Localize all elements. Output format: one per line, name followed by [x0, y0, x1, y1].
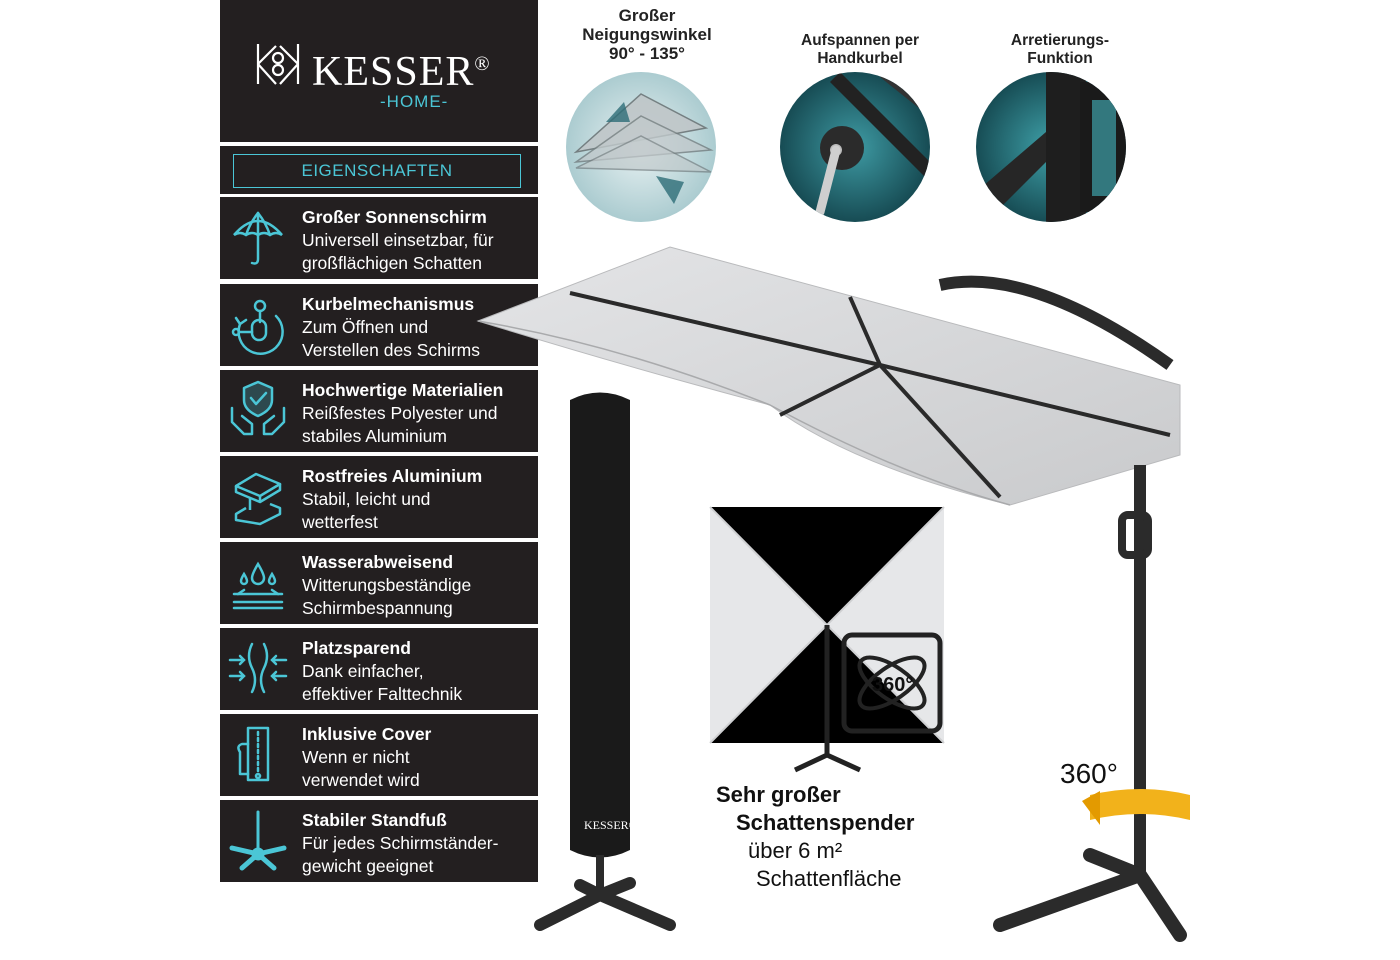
- feature-panel: KESSER® -HOME- EIGENSCHAFTEN Großer Sonn…: [220, 0, 538, 884]
- feature-row-sunshade: Großer Sonnenschirm Universell einsetzba…: [220, 197, 538, 279]
- feature-title: Platzsparend: [302, 638, 411, 658]
- brand-subtitle: -HOME-: [380, 92, 449, 111]
- feature-row-stand: Stabiler Standfuß Für jedes Schirmstände…: [220, 800, 538, 882]
- properties-heading: EIGENSCHAFTEN: [233, 154, 521, 188]
- stand-icon: [229, 810, 287, 871]
- tilt-angle-photo: [566, 72, 716, 222]
- properties-header: EIGENSCHAFTEN: [220, 146, 538, 194]
- feature-title: Stabiler Standfuß: [302, 810, 447, 830]
- shade-line1: Sehr großer: [716, 782, 841, 807]
- feature-title: Kurbelmechanismus: [302, 294, 475, 314]
- feature-title: Wasserabweisend: [302, 552, 454, 572]
- rotation-badge: 360°: [872, 674, 914, 696]
- water-drops-icon: [232, 561, 284, 610]
- compress-icon: [228, 642, 288, 694]
- feature-row-materials: Hochwertige Materialien Reißfestes Polye…: [220, 370, 538, 452]
- cover-brand-label: KESSER®: [584, 818, 638, 832]
- umbrella-icon: [233, 211, 283, 265]
- brand-name: KESSER®: [312, 49, 491, 95]
- brand-logo: KESSER® -HOME-: [220, 0, 538, 142]
- shield-hands-icon: [230, 380, 286, 436]
- kesser-monogram-icon: [256, 44, 300, 85]
- shade-line3: über 6 m²: [748, 838, 843, 863]
- crank-icon: [231, 299, 284, 355]
- rotation-label: 360°: [1060, 758, 1118, 789]
- feature-title: Rostfreies Aluminium: [302, 466, 483, 486]
- umbrella-illustration: [476, 246, 1190, 942]
- shade-line4: Schattenfläche: [756, 866, 902, 891]
- feature-description: Dank einfacher,effektiver Falttechnik: [302, 661, 463, 704]
- feature-description: Für jedes Schirmständer-gewicht geeignet: [302, 833, 499, 876]
- feature-row-space-saving: Platzsparend Dank einfacher,effektiver F…: [220, 628, 538, 710]
- feature-title: Großer Sonnenschirm: [302, 207, 487, 227]
- cover-icon: [237, 726, 270, 782]
- feature-title: Hochwertige Materialien: [302, 380, 504, 400]
- lock-function-title: Arretierungs-Funktion: [1010, 32, 1110, 67]
- crank-photo: [780, 72, 930, 222]
- shade-line2: Schattenspender: [736, 810, 915, 835]
- steel-beam-icon: [234, 472, 282, 526]
- feature-title: Inklusive Cover: [302, 724, 432, 744]
- lock-function-photo: [976, 72, 1126, 222]
